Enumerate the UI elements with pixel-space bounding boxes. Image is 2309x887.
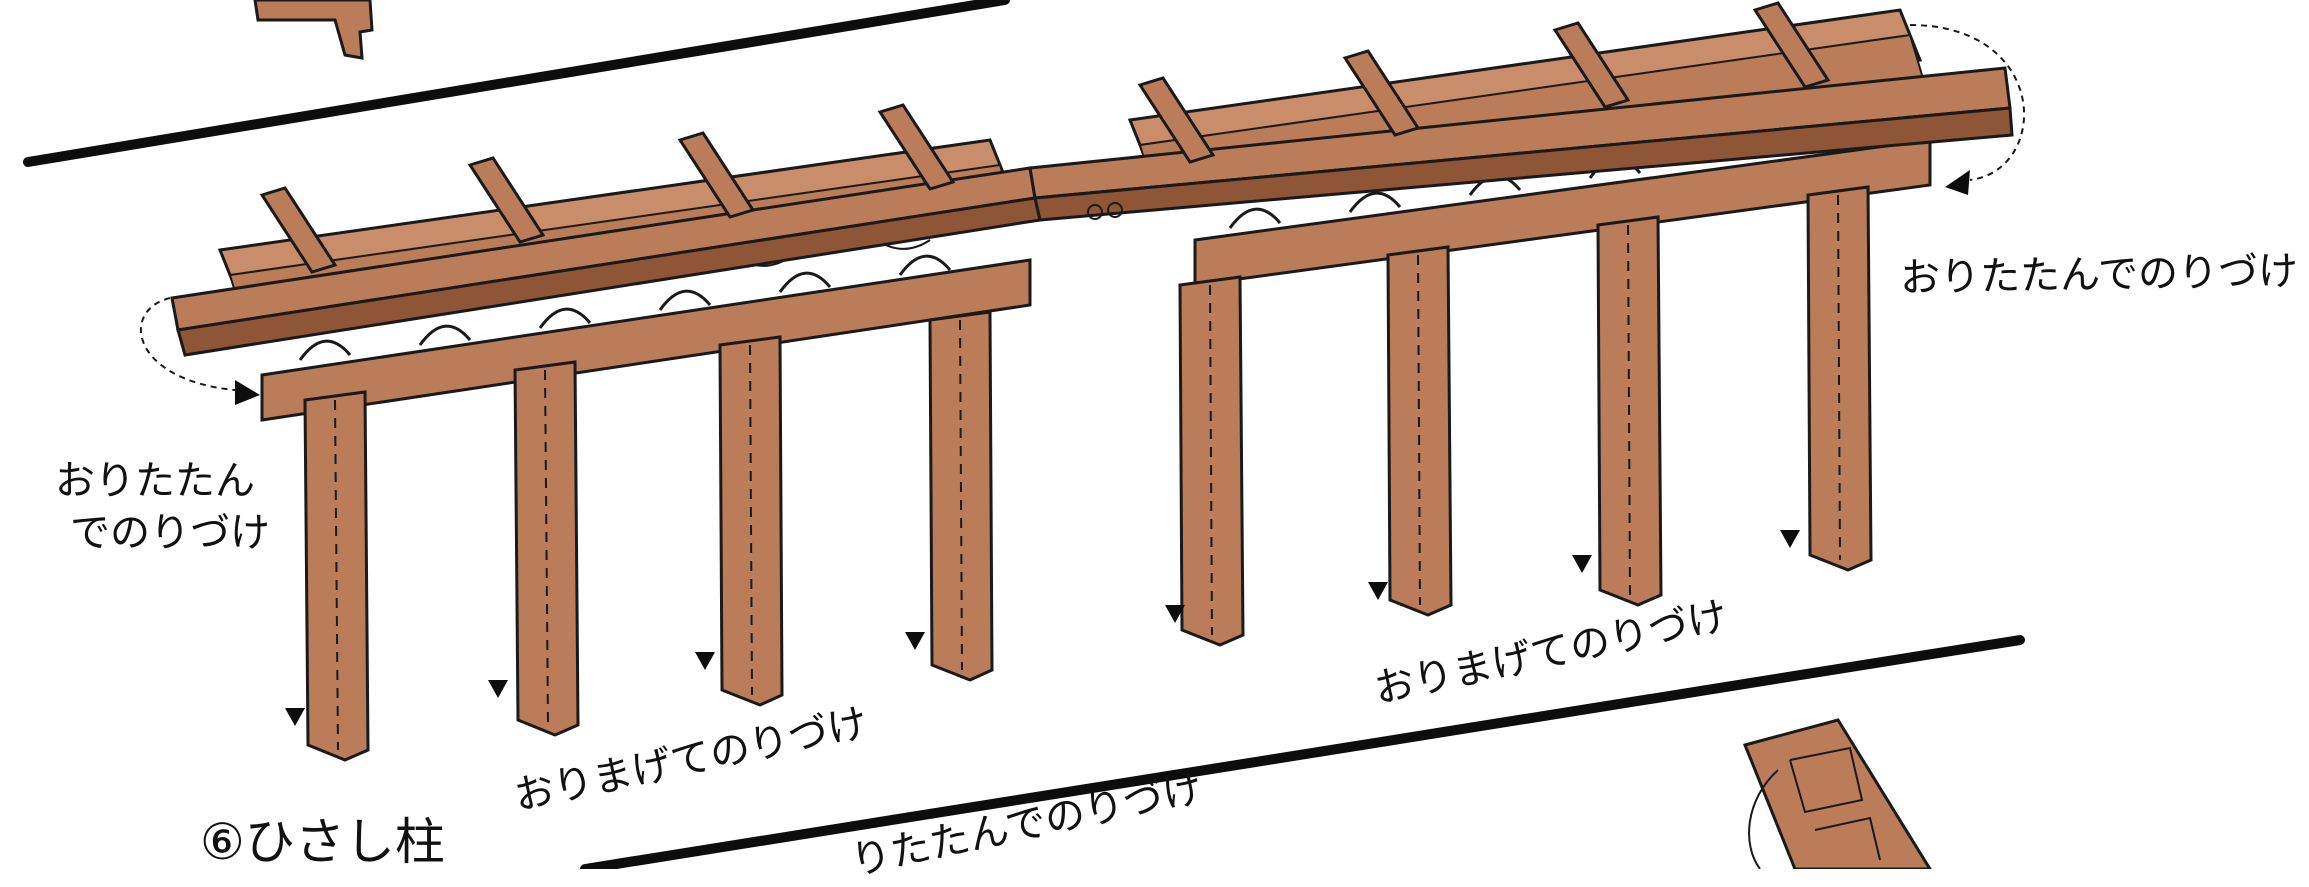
divider-bottom xyxy=(580,635,2025,874)
fold-glue-label-right: おりたたんでのりづけ xyxy=(1899,248,2299,302)
fold-glue-label-left-line1: おりたたん xyxy=(55,458,255,504)
rafter-tabs xyxy=(259,1,1831,274)
bend-arrows xyxy=(285,530,1800,726)
hisashi-pillar-drawing xyxy=(23,0,2025,874)
center-joint xyxy=(1087,202,1123,220)
divider-top xyxy=(23,0,1010,167)
assembly-diagram: おりたたんでのりづけ おりたたん でのりづけ おりまげてのりづけ おりまげてのり… xyxy=(23,0,2299,885)
next-part-fragment xyxy=(1742,718,1933,871)
fold-arrows xyxy=(139,24,2025,405)
pillar-fold-lines xyxy=(334,194,1841,751)
previous-part-fragment xyxy=(253,0,374,60)
left-roof-block xyxy=(170,138,1042,422)
part-title: ⑥ひさし柱 xyxy=(200,813,445,871)
fold-glue-label-left-line2: でのりづけ xyxy=(70,510,270,556)
right-roof-block xyxy=(1028,8,2014,287)
